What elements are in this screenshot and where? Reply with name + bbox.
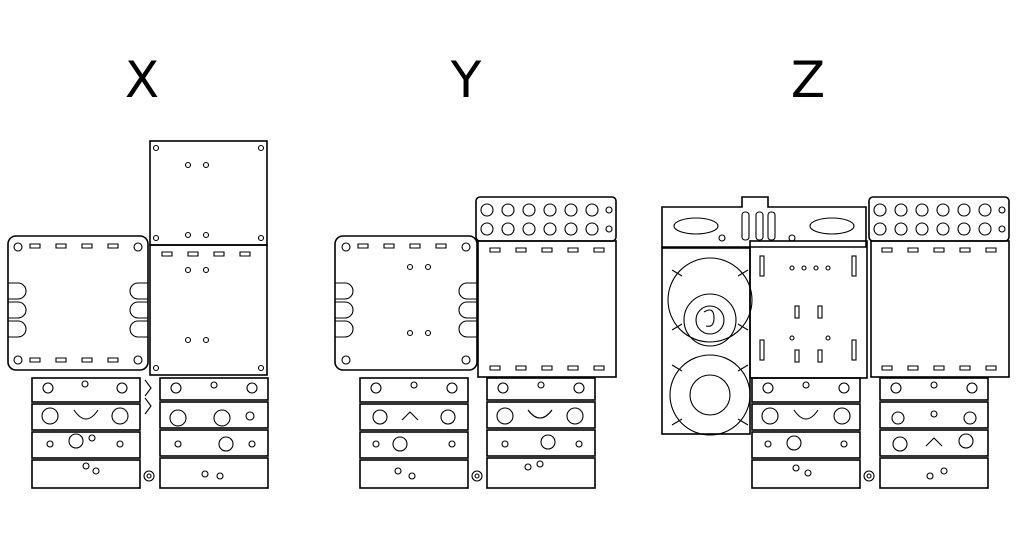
z-lower-right-strips [879, 377, 989, 489]
y-lower-left-strips [359, 377, 469, 489]
z-top-bracket [661, 196, 867, 248]
y-lower-right-strips [486, 377, 596, 489]
z-gear-assembly [661, 247, 753, 436]
z-lower-left-strips [751, 377, 861, 489]
group-z [661, 196, 1010, 489]
y-hole-strip [475, 196, 617, 242]
z-right-plate [870, 240, 1010, 378]
z-main-plate [749, 240, 868, 379]
y-main-plate [477, 240, 617, 378]
x-lower-left-strips [31, 377, 141, 489]
z-hole-strip [868, 196, 1010, 242]
axis-label-x: X [124, 51, 160, 109]
x-side-plate [7, 235, 149, 371]
x-lower-right-strips [144, 377, 269, 489]
axis-label-z: Z [790, 51, 826, 109]
axis-label-y: Y [450, 51, 482, 109]
x-bolt-hole-icon [143, 470, 155, 482]
group-y [334, 196, 617, 489]
z-bolt-hole-icon [863, 470, 875, 482]
x-tall-plate [149, 140, 268, 376]
y-side-plate [334, 235, 478, 371]
group-x [7, 140, 269, 489]
y-bolt-hole-icon [471, 470, 483, 482]
